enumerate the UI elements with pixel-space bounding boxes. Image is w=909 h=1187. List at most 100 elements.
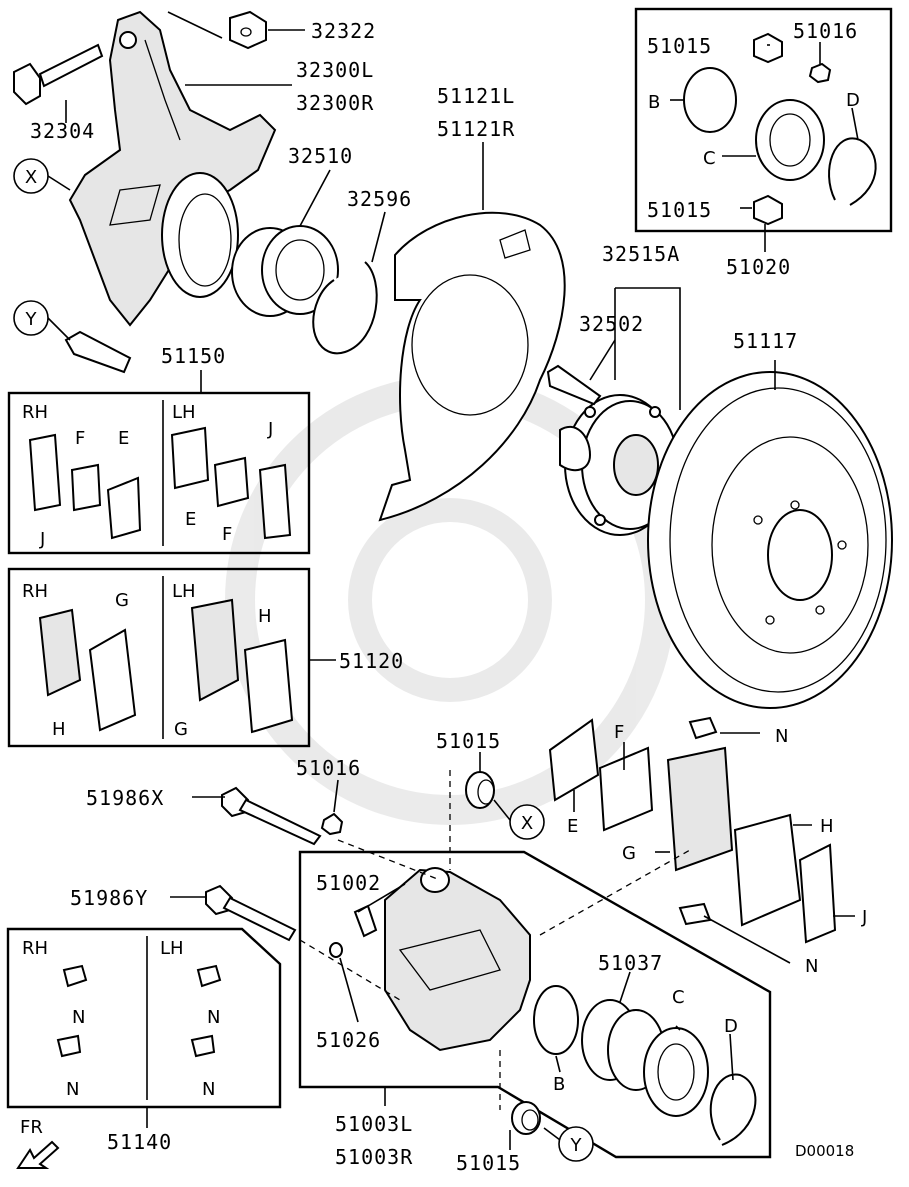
label-51150: 51150 [161, 344, 226, 368]
guide-pin-y [205, 884, 297, 942]
label-51003l: 51003L [335, 1112, 413, 1136]
letter-n-clip-rh-1: N [72, 1007, 85, 1028]
leader-lines [47, 11, 859, 1150]
letter-f-right: F [614, 722, 624, 743]
label-32510: 32510 [288, 144, 353, 168]
letter-j-shim-rh: J [39, 529, 45, 550]
front-label: FR [20, 1117, 43, 1138]
letter-c-caliper: C [672, 987, 685, 1008]
caliper-box [298, 850, 772, 1159]
label-51026: 51026 [316, 1028, 381, 1052]
label-51002: 51002 [316, 871, 381, 895]
knuckle-nut [229, 10, 267, 50]
label-51016-mid: 51016 [296, 756, 361, 780]
label-32322: 32322 [311, 19, 376, 43]
label-32596: 32596 [347, 187, 412, 211]
label-51015-y: 51015 [456, 1151, 521, 1175]
label-51121l: 51121L [437, 84, 515, 108]
clip-lh-label: LH [160, 938, 184, 959]
label-32300r: 32300R [296, 91, 374, 115]
shim-rh-label: RH [22, 402, 48, 423]
letter-b-kit: B [648, 92, 660, 113]
brake-rotor [647, 371, 893, 709]
label-51140: 51140 [107, 1130, 172, 1154]
pad-kit-box [7, 567, 311, 748]
callout-y-text: Y [25, 309, 38, 330]
steering-knuckle [68, 10, 277, 327]
diagram-code: D00018 [795, 1142, 854, 1160]
pad-kit-parts [38, 598, 294, 734]
seal-kit-parts [683, 32, 877, 226]
letter-e-shim-lh: E [185, 509, 196, 530]
letter-n-clip-lh-1: N [207, 1007, 220, 1028]
shim-kit-box [7, 391, 311, 555]
letter-h-pad-rh: H [52, 719, 66, 740]
pin-boot-51016 [320, 812, 344, 836]
letter-n-bottom: N [805, 956, 818, 977]
front-arrow [16, 1140, 60, 1169]
pad-lh-label: LH [172, 581, 196, 602]
letter-e-right: E [567, 816, 578, 837]
letter-f-shim-lh: F [222, 524, 232, 545]
letter-c-kit: C [703, 148, 716, 169]
letter-n-clip-lh-2: N [202, 1079, 215, 1100]
letter-n-clip-rh-2: N [66, 1079, 79, 1100]
snap-ring [312, 261, 378, 355]
pad-rh-label: RH [22, 581, 48, 602]
letter-f-shim-rh: F [75, 428, 85, 449]
label-51015-x: 51015 [436, 729, 501, 753]
label-51016-kit: 51016 [793, 19, 858, 43]
callout-x-text: X [25, 167, 37, 188]
hub-bolt [546, 364, 602, 406]
label-51015-kit-bottom: 51015 [647, 198, 712, 222]
letter-h-right: H [820, 816, 834, 837]
label-32304: 32304 [30, 119, 95, 143]
clip-kit-parts [56, 964, 222, 1058]
label-51015-kit-top: 51015 [647, 34, 712, 58]
boot-51015-x [465, 771, 495, 809]
label-51020: 51020 [726, 255, 791, 279]
label-32515a: 32515A [602, 242, 680, 266]
callout-x-knuckle: X [13, 158, 49, 194]
letter-e-shim-rh: E [118, 428, 129, 449]
letter-d-caliper: D [724, 1016, 738, 1037]
knuckle-bolt [13, 43, 104, 106]
letter-j-right: J [861, 907, 867, 928]
callout-x-boot: X [509, 804, 545, 840]
letter-b-caliper: B [553, 1074, 565, 1095]
callout-x-boot-text: X [521, 813, 533, 834]
label-51986y: 51986Y [70, 886, 148, 910]
callout-y-knuckle: Y [13, 300, 49, 336]
label-51003r: 51003R [335, 1145, 413, 1169]
guide-pin-x [221, 786, 322, 846]
piston-boot [643, 1027, 709, 1117]
label-32300l: 32300L [296, 58, 374, 82]
letter-d-kit: D [846, 90, 860, 111]
letter-g-right: G [622, 843, 636, 864]
label-32502: 32502 [579, 312, 644, 336]
letter-h-pad-lh: H [258, 606, 272, 627]
label-51037: 51037 [598, 951, 663, 975]
letter-g-pad-rh: G [115, 590, 129, 611]
boot-51015-y [511, 1101, 541, 1135]
letter-g-pad-lh: G [174, 719, 188, 740]
caliper-body [329, 867, 531, 1052]
callout-y-boot-text: Y [570, 1135, 583, 1156]
letter-j-shim-lh: J [267, 419, 273, 440]
label-51986x: 51986X [86, 786, 164, 810]
pad-assembly-right [548, 716, 837, 944]
seal-kit-box [634, 7, 893, 233]
shim-kit-parts [28, 426, 292, 540]
boot-ring [709, 1073, 757, 1146]
piston-seal [533, 985, 579, 1055]
dust-shield [378, 211, 566, 522]
letter-n-top: N [775, 726, 788, 747]
clip-kit-box [6, 927, 282, 1109]
wheel-bearing [231, 225, 339, 317]
clip-rh-label: RH [22, 938, 48, 959]
callout-y-boot: Y [558, 1126, 594, 1162]
label-51120: 51120 [339, 649, 404, 673]
label-51117: 51117 [733, 329, 798, 353]
